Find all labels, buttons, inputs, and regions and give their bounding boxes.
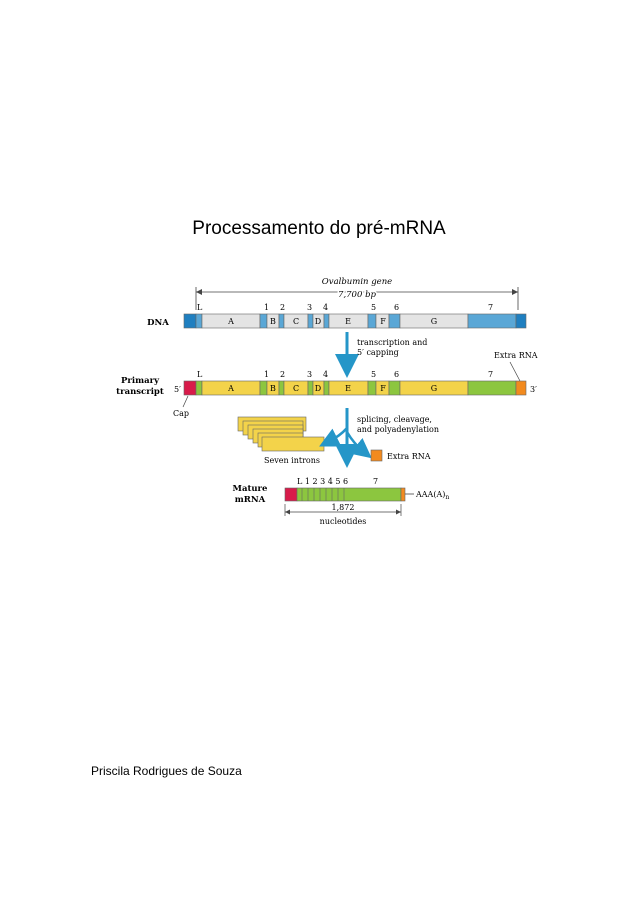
author-name: Priscila Rodrigues de Souza [91,764,242,778]
exon-number-6: 6 [394,303,399,312]
three-prime-label: 3′ [530,385,537,394]
p-exon-number-4: 4 [323,370,328,379]
extra-rna-pointer [509,361,521,382]
step2-line1: splicing, cleavage, [357,415,432,424]
intron-G: G [431,317,437,326]
mrna-size-unit: nucleotides [320,517,367,526]
step1-line1: transcription and [357,338,427,347]
p-intron-C: C [293,384,299,393]
p-exon-number-1: 1 [264,370,269,379]
p-exon-number-6: 6 [394,370,399,379]
mrna-length-bracket [284,504,402,516]
primary-intron-letters: A B C D E F G [227,384,437,393]
exon-number-1: 1 [264,303,269,312]
intron-E: E [345,317,351,326]
exon-number-2: 2 [280,303,285,312]
extra-rna-product-box [370,449,383,462]
p-exon-number-5: 5 [371,370,376,379]
intron-D: D [315,317,321,326]
dna-bar [183,313,527,329]
step2-line2: and polyadenylation [357,425,439,434]
intron-F: F [380,317,386,326]
mature-exon-numbers: L 1 2 3 4 5 6 [297,477,348,486]
exon-number-5: 5 [371,303,376,312]
exon-number-7: 7 [488,303,493,312]
p-intron-B: B [270,384,276,393]
p-exon-number-3: 3 [307,370,312,379]
dna-intron-letters: A B C D E F G [227,317,437,326]
intron-branch-arrow [319,427,348,447]
p-intron-G: G [431,384,437,393]
primary-transcript-bar [183,380,527,396]
step1-line2: 5′ capping [357,348,399,357]
primary-label-1: Primary [121,376,160,386]
primary-label-2: transcript [116,387,164,397]
dna-exon-numbers: L 1 2 3 4 5 6 7 [197,303,493,312]
p-exon-number-L: L [197,370,203,379]
extra-rna-label: Extra RNA [494,351,538,360]
poly-a-tail: AAA(A)n [415,490,449,501]
exon-number-3: 3 [307,303,312,312]
intron-C: C [293,317,299,326]
mature-exon-7: 7 [373,477,378,486]
excised-introns-stack [237,416,325,452]
cap-label: Cap [173,409,189,418]
exon-number-L: L [197,303,203,312]
p-exon-number-7: 7 [488,370,493,379]
page-title: Processamento do pré-mRNA [192,218,446,239]
extra-rna-branch-arrow [345,431,372,459]
intron-A: A [227,317,234,326]
primary-exon-numbers: L 1 2 3 4 5 6 7 [197,370,493,379]
mature-label-1: Mature [233,484,269,494]
cap-pointer [182,395,189,408]
intron-B: B [270,317,276,326]
extra-rna-product-label: Extra RNA [387,452,431,461]
p-intron-F: F [380,384,386,393]
gene-label: Ovalbumin gene [322,277,392,287]
p-intron-A: A [227,384,234,393]
exon-number-4: 4 [323,303,328,312]
gene-size: 7,700 bp [338,290,376,300]
mature-label-2: mRNA [235,495,266,505]
p-exon-number-2: 2 [280,370,285,379]
dna-label: DNA [147,318,169,328]
gene-span-bracket [195,287,519,310]
five-prime-label: 5′ [174,385,181,394]
seven-introns-label: Seven introns [264,456,320,465]
p-intron-E: E [345,384,351,393]
mature-mrna-bar [284,487,406,502]
mrna-size: 1,872 [332,503,355,512]
p-intron-D: D [315,384,321,393]
